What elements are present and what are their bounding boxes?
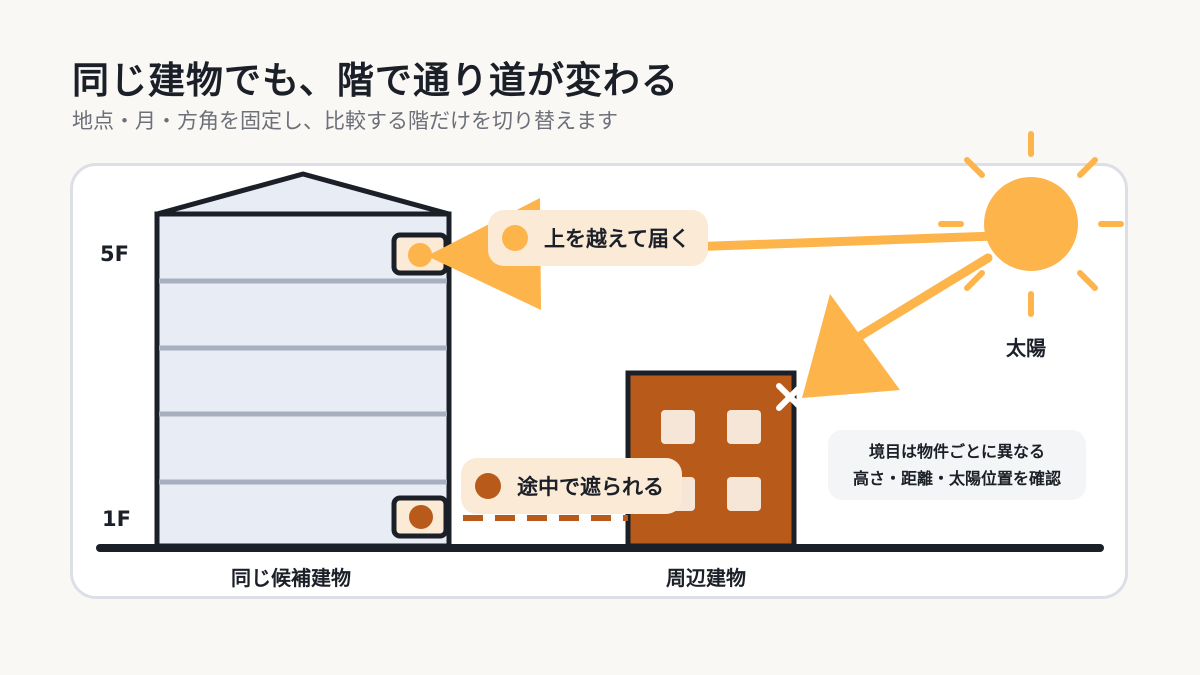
- candidate-building: [154, 171, 452, 549]
- reach-dot-icon: [502, 225, 528, 251]
- neighbor-window: [727, 410, 761, 444]
- note-line-1: 境目は物件ごとに異なる: [868, 442, 1045, 461]
- page-subtitle: 地点・月・方角を固定し、比較する階だけを切り替えます: [72, 109, 618, 133]
- blocked-x-icon: [776, 383, 804, 411]
- window-1f-marker: [409, 505, 433, 529]
- neighbor-window: [727, 477, 761, 511]
- candidate-building-caption: 同じ候補建物: [231, 566, 351, 590]
- neighbor-window: [661, 410, 695, 444]
- neighbor-building-caption: 周辺建物: [666, 566, 746, 590]
- sun-icon: [938, 131, 1124, 317]
- reach-label: 上を越えて届く: [544, 227, 690, 251]
- reach-callout: 上を越えて届く: [488, 210, 708, 266]
- note-line-2: 高さ・距離・太陽位置を確認: [852, 469, 1061, 488]
- blocked-callout: 途中で遮られる: [461, 458, 682, 514]
- floor-label-1f: 1F: [102, 507, 131, 531]
- blocked-ray: [802, 253, 993, 398]
- blocked-label: 途中で遮られる: [517, 475, 664, 499]
- blocked-dot-icon: [475, 473, 501, 499]
- boundary-note: 境目は物件ごとに異なる 高さ・距離・太陽位置を確認: [828, 430, 1086, 500]
- floor-label-5f: 5F: [100, 242, 129, 266]
- sun-label: 太陽: [1006, 336, 1046, 360]
- page-title: 同じ建物でも、階で通り道が変わる: [72, 59, 679, 102]
